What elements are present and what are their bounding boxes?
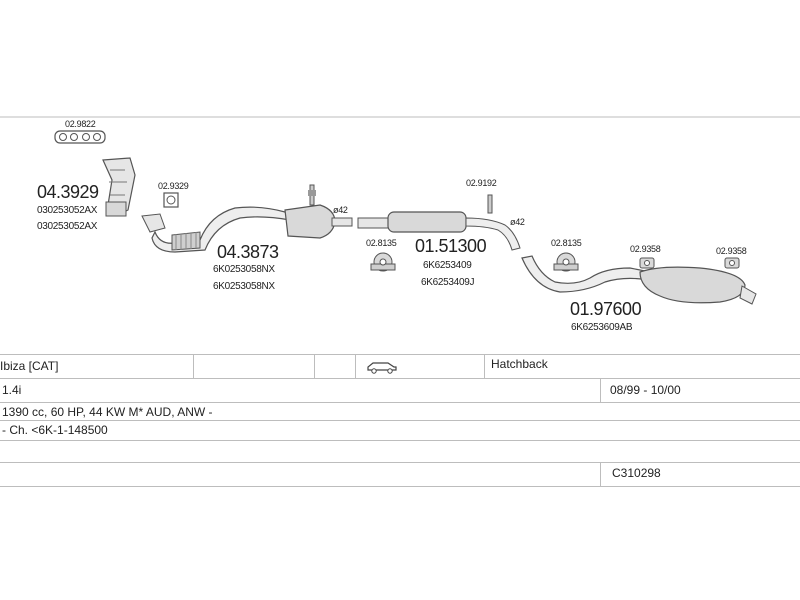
part-number-mount-2: 02.9192 [466, 178, 497, 188]
manifold-catalyst-icon[interactable] [102, 157, 136, 217]
part-number-gasket-2: 02.9329 [158, 181, 189, 191]
rear-silencer-icon[interactable] [521, 255, 757, 305]
gasket-icon[interactable] [54, 130, 106, 144]
part-code-middle-silencer-1: 6K6253409 [423, 260, 472, 271]
clamp-label-1: ø42 [333, 205, 348, 215]
catalog-number: C310298 [612, 466, 661, 480]
table-divider [0, 486, 800, 487]
part-code-front-pipe-2: 6K0253058NX [213, 281, 275, 292]
vehicle-engine: 1.4i [2, 383, 22, 397]
vehicle-chassis: - Ch. <6K-1-148500 [2, 423, 108, 437]
clamp-label-2: ø42 [510, 217, 525, 227]
table-divider [0, 378, 800, 379]
part-number-manifold: 04.3929 [37, 182, 99, 202]
part-number-rear-silencer: 01.97600 [570, 299, 642, 319]
gasket-square-icon[interactable] [163, 192, 179, 208]
part-code-rear-silencer: 6K6253609AB [571, 322, 633, 333]
table-divider [0, 420, 800, 421]
table-divider [0, 402, 800, 403]
part-code-front-pipe-1: 6K0253058NX [213, 264, 275, 275]
table-divider [0, 354, 800, 355]
part-number-mount-3: 02.8135 [551, 238, 582, 248]
car-icon [367, 362, 397, 374]
part-number-gasket: 02.9822 [65, 119, 96, 129]
hanger-icon[interactable] [639, 257, 655, 269]
front-pipe-icon[interactable] [141, 184, 353, 253]
rubber-mount-icon[interactable] [370, 252, 396, 272]
part-number-mount-1: 02.8135 [366, 238, 397, 248]
part-code-manifold-2: 030253052AX [37, 221, 98, 232]
vehicle-years: 08/99 - 10/00 [610, 383, 681, 397]
hanger-icon[interactable] [724, 257, 740, 269]
part-number-mount-4: 02.9358 [630, 244, 661, 254]
part-code-manifold-1: 030253052AX [37, 205, 98, 216]
table-divider [0, 440, 800, 441]
vehicle-spec: 1390 cc, 60 HP, 44 KW M* AUD, ANW - [2, 405, 213, 419]
rubber-mount-icon[interactable] [553, 252, 579, 272]
table-divider [0, 462, 800, 463]
part-number-middle-silencer: 01.51300 [415, 236, 487, 256]
part-number-front-pipe: 04.3873 [217, 242, 279, 262]
vehicle-body-type: Hatchback [491, 357, 548, 371]
middle-silencer-icon[interactable] [357, 194, 521, 251]
part-code-middle-silencer-2: 6K6253409J [421, 277, 474, 288]
vehicle-model: Ibiza [CAT] [0, 359, 59, 373]
part-number-mount-5: 02.9358 [716, 246, 747, 256]
